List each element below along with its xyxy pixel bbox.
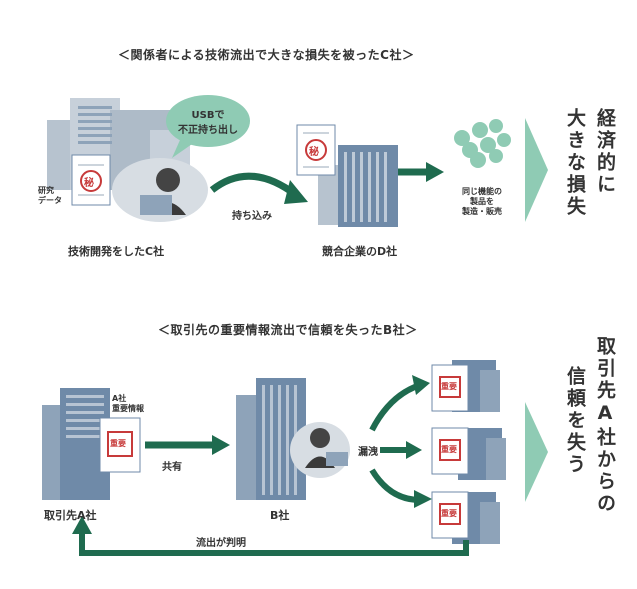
leak-found-label: 流出が判明 xyxy=(196,538,246,549)
important-stamp-top: 重要 xyxy=(441,382,457,391)
leak-target-top xyxy=(431,360,500,412)
product-label: 同じ機能の 製品を 製造・販売 xyxy=(462,187,502,216)
leak-arrow-bottom xyxy=(369,468,421,503)
leak-found-arrow xyxy=(79,530,469,556)
leak-target-bottom xyxy=(431,491,500,544)
company-b-label: B社 xyxy=(270,509,290,522)
important-stamp-a: 重要 xyxy=(110,439,126,448)
research-data-label: 研究 データ xyxy=(38,186,62,205)
client-a-label: 取引先A社 xyxy=(44,509,97,522)
company-d-label: 競合企業のD社 xyxy=(322,245,398,258)
secret-stamp-2: 秘 xyxy=(309,147,319,158)
usb-speech-bubble xyxy=(166,95,250,158)
leak-arrow-top xyxy=(369,382,422,432)
section1-title: ＜関係者による技術流出で大きな損失を被ったC社＞ xyxy=(118,48,415,62)
insider-person-icon xyxy=(112,158,208,222)
result2-col2: 信頼を失う xyxy=(564,366,586,476)
b-employee-icon xyxy=(290,422,350,478)
usb-bubble-text: USBで 不正持ち出し xyxy=(178,110,238,136)
b-company-building xyxy=(236,378,306,500)
a-important-document-icon xyxy=(99,417,141,473)
leak-label: 漏洩 xyxy=(358,447,378,458)
product-parts-icon xyxy=(454,119,511,168)
d-company-building xyxy=(318,145,398,227)
produce-arrow xyxy=(426,162,444,182)
shared-label: 共有 xyxy=(162,462,182,473)
leak-target-middle xyxy=(431,427,506,480)
research-document-icon xyxy=(71,154,111,206)
stolen-document-icon xyxy=(296,124,336,176)
result1-col1: 経済的に xyxy=(594,108,616,196)
important-stamp-bottom: 重要 xyxy=(441,509,457,518)
result2-col1: 取引先A社からの xyxy=(594,336,616,515)
company-c-label: 技術開発をしたC社 xyxy=(68,245,165,258)
important-stamp-mid: 重要 xyxy=(441,445,457,454)
result1-col2: 大きな損失 xyxy=(564,108,586,218)
result-chevron-1 xyxy=(525,118,548,222)
carry-in-label: 持ち込み xyxy=(232,211,272,222)
share-arrow xyxy=(212,435,230,455)
carry-in-arrow xyxy=(209,172,299,198)
section2-title: ＜取引先の重要情報流出で信頼を失ったB社＞ xyxy=(158,323,418,337)
secret-stamp-1: 秘 xyxy=(84,178,94,189)
a-info-label: A社 重要情報 xyxy=(112,394,144,413)
result-chevron-2 xyxy=(525,402,548,502)
